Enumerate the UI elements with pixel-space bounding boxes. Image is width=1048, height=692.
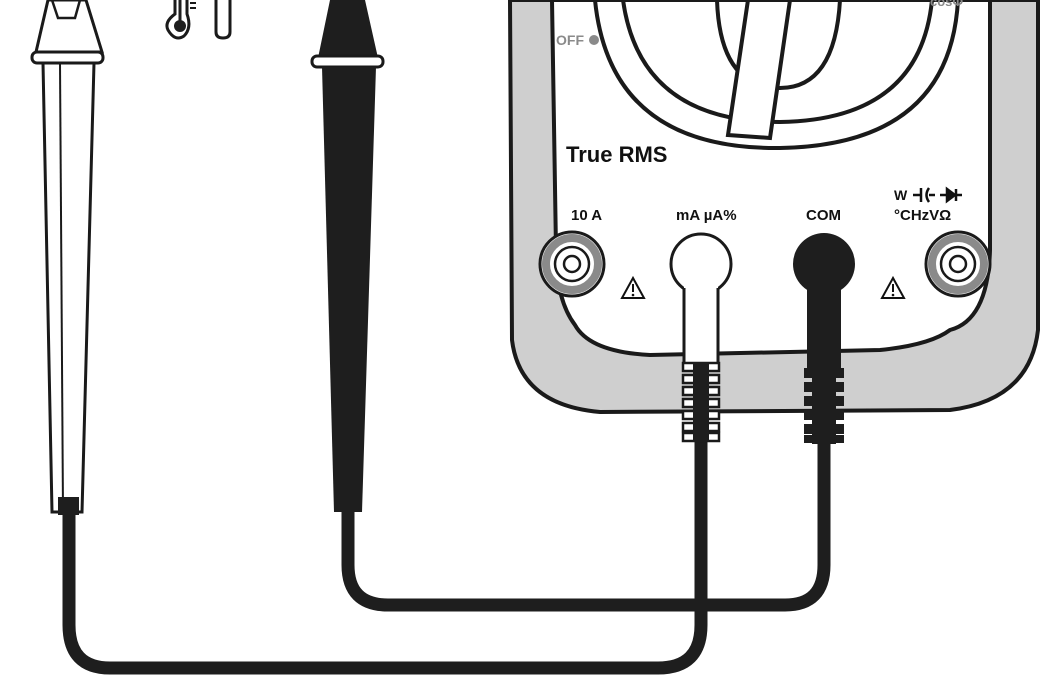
meter-inner-face xyxy=(549,0,992,358)
jack-volt-ohm[interactable] xyxy=(924,230,992,298)
jack-label-vohm-line1: W xyxy=(894,187,908,203)
white-plug-ma[interactable] xyxy=(669,232,733,443)
white-lead-cable xyxy=(62,440,708,675)
black-probe[interactable] xyxy=(310,0,385,512)
test-leads xyxy=(62,440,831,675)
jack-label-vohm-line2: °CHzVΩ xyxy=(894,207,951,224)
black-plug-com[interactable] xyxy=(793,233,855,444)
off-indicator-dot xyxy=(589,35,599,45)
jack-label-ma: mA µA% xyxy=(676,207,737,224)
black-plug-grip xyxy=(804,366,844,444)
white-probe[interactable] xyxy=(30,0,105,515)
dial-pointer xyxy=(725,0,793,141)
meter-body: OFF cosΦ True RMS 10 A mA µA% COM W °CHz… xyxy=(507,0,1040,415)
off-label: OFF xyxy=(556,32,584,48)
rotary-dial[interactable] xyxy=(593,0,960,151)
warning-icon-left xyxy=(620,275,646,299)
true-rms-label: True RMS xyxy=(566,142,667,167)
jack-10a[interactable] xyxy=(538,230,606,298)
jack-label-10a: 10 A xyxy=(571,207,602,224)
white-plug-grip xyxy=(681,361,721,443)
thermometer-icon xyxy=(165,0,232,40)
cos-phi-label: cosΦ xyxy=(930,0,963,9)
warning-icon-right xyxy=(880,275,906,299)
jack-label-com: COM xyxy=(806,207,841,224)
capacitor-diode-symbols xyxy=(913,186,962,204)
black-lead-cable xyxy=(341,440,831,612)
